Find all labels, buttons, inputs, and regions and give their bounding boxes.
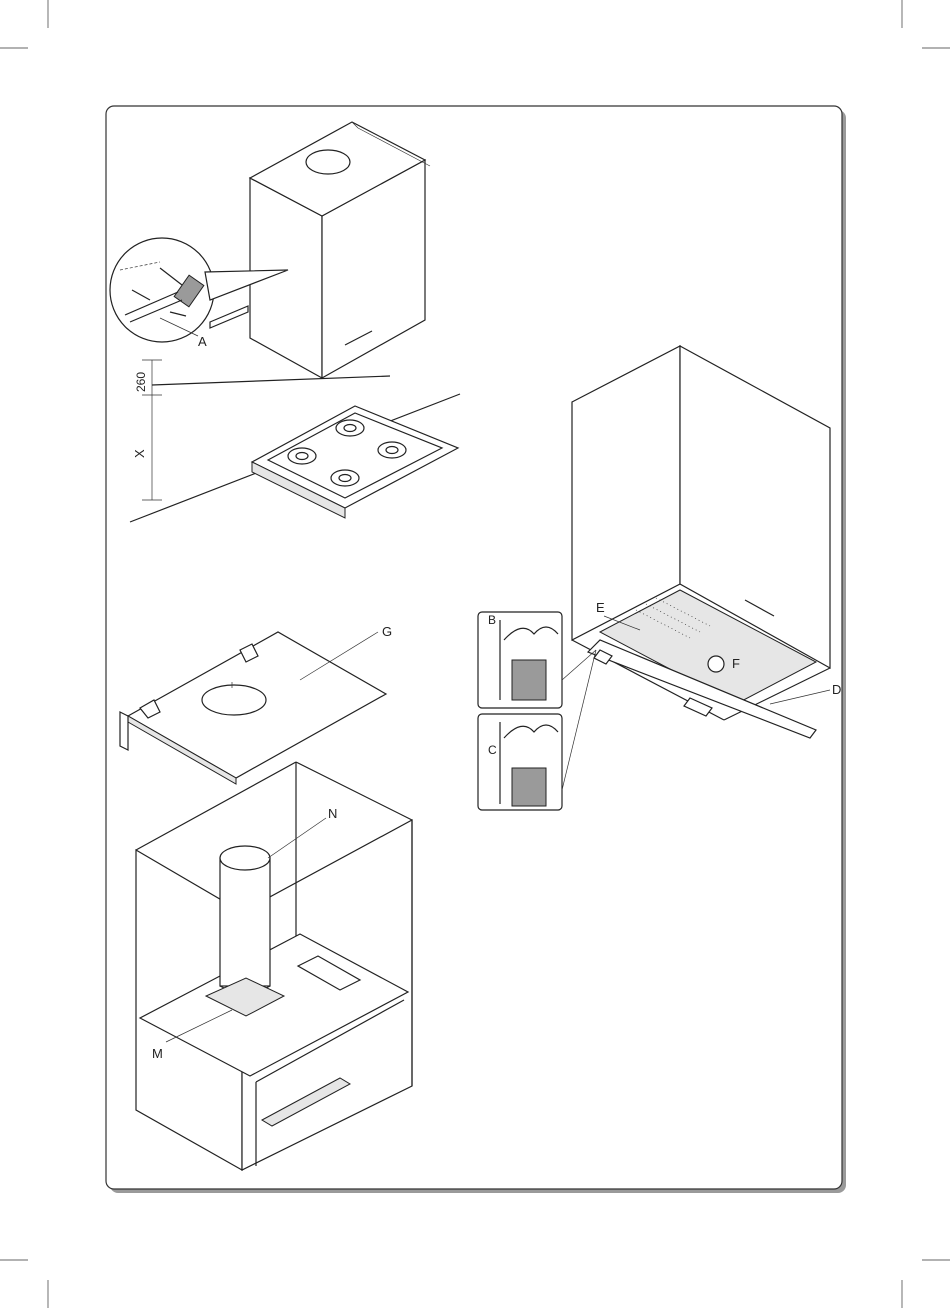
label-c: C xyxy=(488,743,497,757)
label-g: G xyxy=(382,624,392,639)
label-n: N xyxy=(328,806,337,821)
label-a: A xyxy=(198,334,207,349)
label-b: B xyxy=(488,613,496,627)
label-d: D xyxy=(832,682,841,697)
dimension-260: 260 xyxy=(134,372,148,392)
label-e: E xyxy=(596,600,605,615)
dimension-x: X xyxy=(132,449,147,458)
label-m: M xyxy=(152,1046,163,1061)
label-f: F xyxy=(732,656,740,671)
